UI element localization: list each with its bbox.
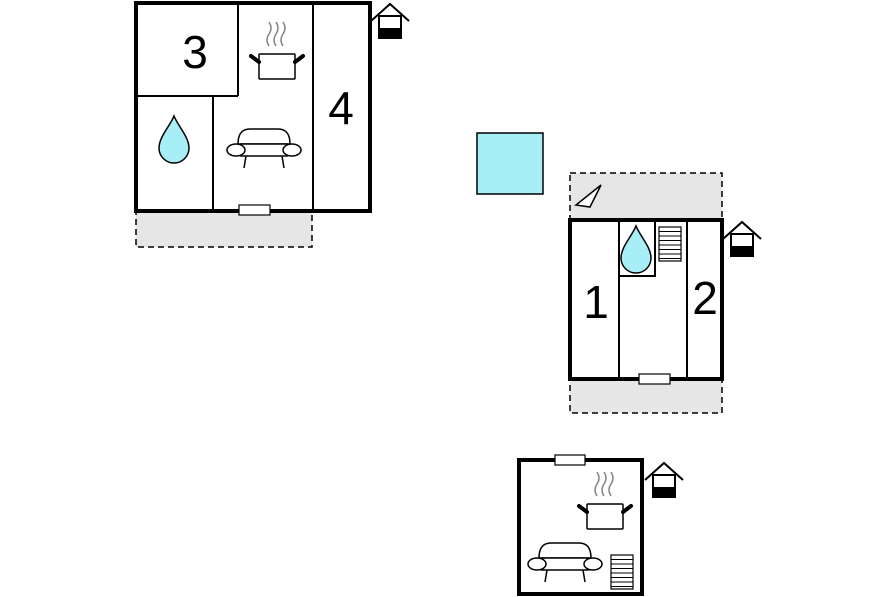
building-b: 1 2: [568, 172, 762, 414]
stairs-icon: [658, 226, 682, 262]
door-a: [238, 204, 271, 216]
pool-square: [476, 132, 544, 195]
stairs-icon: [610, 554, 634, 590]
door-b: [638, 373, 671, 385]
building-a: 3 4: [134, 1, 410, 248]
room-label-4: 4: [328, 82, 354, 134]
room-label-2: 2: [692, 272, 718, 324]
kitchen-pot-icon: [577, 470, 633, 531]
terrace-b-bottom: [569, 378, 723, 414]
kitchen-pot-icon: [249, 20, 305, 81]
bathroom-b: [618, 219, 656, 277]
bathroom-drop-icon: [158, 115, 190, 164]
sofa-icon: [527, 542, 603, 583]
house-icon: [644, 462, 684, 498]
terrace-a: [135, 210, 313, 248]
room-label-1: 1: [583, 276, 609, 328]
bathroom-drop-icon: [620, 225, 652, 274]
house-icon: [722, 221, 762, 257]
house-icon: [370, 3, 410, 39]
building-c: [517, 454, 684, 596]
room-label-3: 3: [182, 26, 208, 78]
sofa-icon: [226, 128, 302, 169]
door-c: [554, 454, 586, 466]
compass-icon: [574, 184, 602, 208]
